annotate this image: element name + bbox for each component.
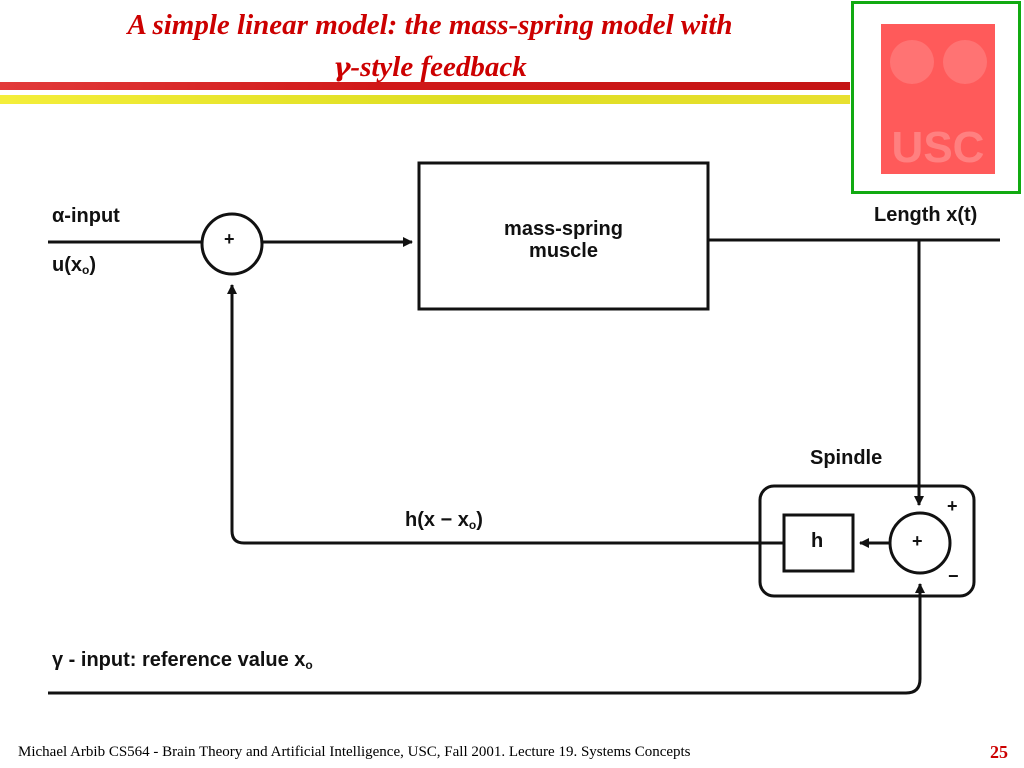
u-subscript: o bbox=[82, 263, 90, 277]
summing-junction bbox=[200, 212, 264, 276]
gamma-input-label: γ - input: reference value xo bbox=[52, 649, 313, 672]
title-line-2: γ-style feedback bbox=[30, 46, 830, 89]
alpha-symbol: α bbox=[52, 205, 65, 227]
mass-spring-label-line2: muscle bbox=[529, 240, 598, 262]
mass-spring-block bbox=[417, 161, 710, 311]
feedback-subscript: o bbox=[468, 518, 477, 532]
feedback-label: h(x − xo) bbox=[405, 509, 483, 532]
spindle-label: Spindle bbox=[810, 447, 883, 469]
alpha-input-text: -input bbox=[64, 205, 120, 227]
title-band-red bbox=[0, 82, 850, 90]
gain-label: h bbox=[811, 530, 824, 552]
gamma-subscript: o bbox=[305, 658, 313, 672]
title-band-yellow bbox=[0, 95, 850, 104]
feedback-text: h(x − x bbox=[405, 509, 469, 531]
gamma-input-text: - input: reference value x bbox=[63, 649, 306, 671]
gamma-symbol: γ bbox=[52, 649, 64, 671]
spindle-sum-sign: + bbox=[912, 531, 923, 551]
usc-logo-frame: USC bbox=[851, 1, 1021, 194]
spindle-sign-top: + bbox=[947, 496, 958, 516]
u-input-label: u(xo) bbox=[52, 254, 96, 277]
gain-block bbox=[782, 513, 855, 573]
usc-logo: USC bbox=[881, 24, 995, 174]
spindle-sign-bottom: − bbox=[948, 566, 959, 586]
feedback-line bbox=[227, 284, 783, 545]
spindle-summing-junction bbox=[888, 511, 952, 575]
title-line-2-text: -style feedback bbox=[350, 51, 527, 83]
sum-sign: + bbox=[224, 229, 235, 249]
page-number: 25 bbox=[990, 742, 1008, 762]
output-label: Length x(t) bbox=[874, 204, 978, 226]
footer-text: Michael Arbib CS564 - Brain Theory and A… bbox=[18, 744, 691, 760]
slide-title: A simple linear model: the mass-spring m… bbox=[30, 4, 830, 89]
title-line-1: A simple linear model: the mass-spring m… bbox=[127, 9, 733, 41]
mass-spring-label: mass-spring muscle bbox=[419, 218, 708, 262]
u-text: u(x bbox=[52, 254, 82, 276]
title-gamma-symbol: γ bbox=[333, 53, 351, 83]
spindle-frame bbox=[758, 484, 976, 598]
u-close: ) bbox=[89, 254, 97, 276]
mass-spring-label-line1: mass-spring bbox=[504, 218, 623, 240]
feedback-close: ) bbox=[476, 509, 483, 531]
logo-wordmark: USC bbox=[892, 123, 985, 172]
alpha-input-label: α-input bbox=[52, 205, 120, 228]
gamma-input-line bbox=[48, 583, 925, 695]
